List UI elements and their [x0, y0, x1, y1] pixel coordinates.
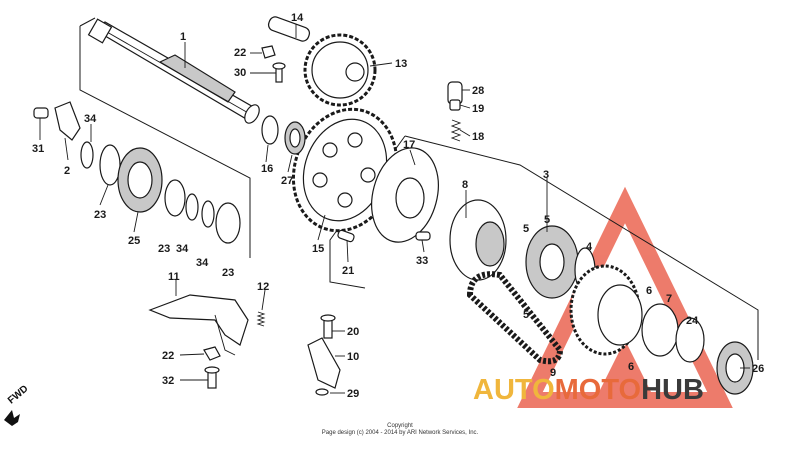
- part-label: 23: [94, 209, 106, 221]
- part-label: 20: [347, 326, 359, 338]
- part-label: 34: [176, 243, 189, 255]
- copyright-notice: Copyright Page design (c) 2004 - 2014 by…: [250, 423, 550, 437]
- part-label: 8: [462, 179, 468, 191]
- part-label: 33: [416, 255, 428, 267]
- part-labels: 1 14 22 30 13 28 19 18 17 8 3 5 5 4 5 6 …: [32, 12, 764, 400]
- stopper-bracket: [307, 314, 341, 396]
- retainer-plate: [33, 101, 81, 141]
- part-label: 2: [64, 165, 70, 177]
- watermark-logo: AUTOMOTOHUB: [473, 374, 704, 407]
- watermark-logo-moto: MOTO: [554, 374, 642, 406]
- part-label: 25: [128, 235, 140, 247]
- part-label: 5: [523, 223, 529, 235]
- part-label: 23: [222, 267, 234, 279]
- fork-fasteners: [203, 346, 221, 389]
- part-label: 6: [628, 361, 634, 373]
- part-label: 13: [395, 58, 407, 70]
- part-label: 29: [347, 388, 359, 400]
- left-bearing-group: [80, 141, 241, 244]
- part-label: 12: [257, 281, 269, 293]
- shaft-frame: [79, 17, 251, 258]
- pin: [267, 16, 311, 42]
- watermark-logo-hub: HUB: [641, 374, 704, 406]
- part-label: 11: [168, 271, 180, 283]
- part-label: 23: [158, 243, 170, 255]
- shaft-fasteners: [261, 45, 286, 83]
- part-label: 26: [752, 363, 764, 375]
- part-label: 3: [543, 169, 549, 181]
- part-label: 10: [347, 351, 359, 363]
- part-label: 4: [586, 241, 593, 253]
- copyright-line-2: Page design (c) 2004 - 2014 by ARI Netwo…: [321, 430, 479, 436]
- part-label: 17: [403, 139, 415, 151]
- needle-bearing: [261, 115, 306, 155]
- part-label: 30: [234, 67, 246, 79]
- part-label: 1: [180, 31, 186, 43]
- part-label: 16: [261, 163, 273, 175]
- part-label: 32: [162, 375, 174, 387]
- starter-clutch: [371, 147, 439, 243]
- part-label: 9: [550, 367, 556, 379]
- part-label: 28: [472, 85, 484, 97]
- part-label: 24: [686, 315, 699, 327]
- part-label: 15: [312, 243, 324, 255]
- part-label: 34: [84, 113, 97, 125]
- part-label: 21: [342, 265, 354, 277]
- forward-arrow-icon: [4, 410, 20, 426]
- shift-fork: [148, 294, 249, 356]
- part-label: 34: [196, 257, 209, 269]
- part-label: 7: [666, 293, 672, 305]
- main-shaft: [87, 18, 260, 124]
- part-label: 5: [523, 309, 529, 321]
- part-label: 22: [162, 350, 174, 362]
- part-label: 31: [32, 143, 44, 155]
- part-label: 5: [544, 214, 550, 226]
- part-label: 6: [646, 285, 652, 297]
- copyright-line-1: Copyright: [387, 423, 413, 429]
- part-label: 14: [291, 12, 304, 24]
- return-spring: [256, 311, 266, 327]
- part-label: 19: [472, 103, 484, 115]
- clutch-housing: [449, 199, 507, 281]
- small-pins: [337, 229, 431, 243]
- part-label: 18: [472, 131, 484, 143]
- spring-plunger: [447, 81, 463, 142]
- part-label: 22: [234, 47, 246, 59]
- gear-stack: [569, 264, 754, 395]
- leader-lines: [39, 24, 750, 394]
- watermark-logo-auto: AUTO: [473, 374, 555, 406]
- part-label: 27: [281, 175, 293, 187]
- small-sprocket: [303, 33, 377, 107]
